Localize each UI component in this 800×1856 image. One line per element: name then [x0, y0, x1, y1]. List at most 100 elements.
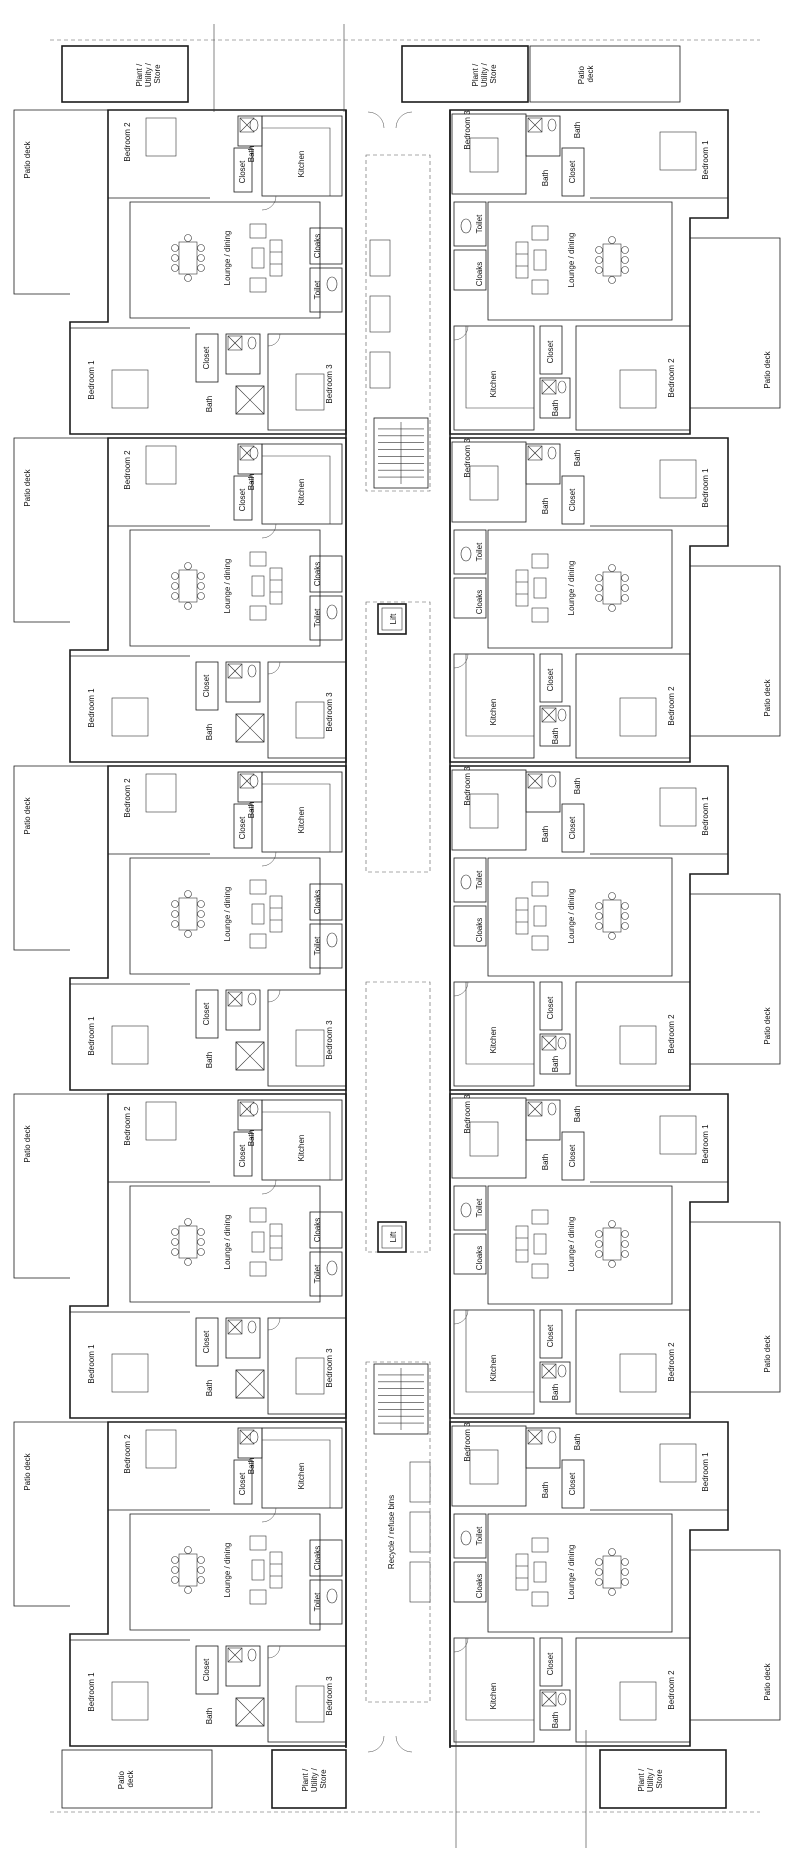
plant-room-top-left: Plant / Utility / Store: [61, 45, 189, 103]
bath-label: Bath: [551, 1712, 560, 1728]
patio-label: Patio deck: [763, 1662, 772, 1700]
sofa-set: [249, 1207, 283, 1277]
lounge-dining-label: Lounge / dining: [567, 1545, 576, 1600]
lounge-dining-label: Lounge / dining: [567, 561, 576, 616]
bath-room: [525, 115, 561, 157]
corridor-zone: [365, 601, 431, 873]
entry-door: [367, 1735, 413, 1753]
bedroom-3-label: Bedroom 3: [325, 364, 334, 404]
lounge-dining-label: Lounge / dining: [223, 1215, 232, 1270]
bedroom-1-label: Bedroom 1: [87, 1672, 96, 1712]
bath-label: Bath: [551, 1384, 560, 1400]
toilet-label: Toilet: [313, 1592, 322, 1611]
toilet-label: Toilet: [313, 280, 322, 299]
bath-room: [225, 333, 261, 375]
lounge-dining-label: Lounge / dining: [223, 1543, 232, 1598]
plant-room-bottom-right: Plant / Utility / Store: [599, 1749, 727, 1809]
closet-label: Closet: [568, 1144, 577, 1167]
bedroom-3-label: Bedroom 3: [463, 110, 472, 150]
cloaks-label: Cloaks: [313, 890, 322, 914]
bedroom-3-label: Bedroom 3: [325, 1020, 334, 1060]
bath-room: [237, 771, 263, 803]
bedroom-1-label: Bedroom 1: [87, 688, 96, 728]
toilet-label: Toilet: [475, 1198, 484, 1217]
bedroom-2-label: Bedroom 2: [667, 1014, 676, 1054]
bath-label: Bath: [541, 1482, 550, 1498]
kitchen-label: Kitchen: [489, 699, 498, 726]
patio-label: Patio deck: [117, 1769, 135, 1789]
entry-door: [367, 111, 413, 129]
bath-room: [539, 377, 571, 419]
stair-bottom: [373, 1363, 429, 1435]
bath-label: Bath: [205, 724, 214, 740]
cloaks-label: Cloaks: [313, 562, 322, 586]
corridor-zone: [365, 154, 431, 492]
cloaks-label: Cloaks: [313, 1218, 322, 1242]
patio-label: Patio deck: [23, 796, 32, 834]
toilet-label: Toilet: [475, 870, 484, 889]
lounge-dining-label: Lounge / dining: [567, 1217, 576, 1272]
cloaks-label: Cloaks: [475, 1574, 484, 1598]
bedroom-1-label: Bedroom 1: [701, 1124, 710, 1164]
corridor-bench: [369, 295, 391, 333]
sofa-set: [515, 881, 549, 951]
dining-table: [595, 236, 629, 284]
toilet-label: Toilet: [313, 936, 322, 955]
bath-label: Bath: [573, 122, 582, 138]
bath-room: [525, 1099, 561, 1141]
patio-label: Patio deck: [23, 468, 32, 506]
patio-label: Patio deck: [763, 350, 772, 388]
stair-top: [373, 417, 429, 489]
corridor-bench: [369, 239, 391, 277]
bedroom-2-label: Bedroom 2: [123, 122, 132, 162]
bath-room: [237, 1427, 263, 1459]
recycle-refuse-area: Recycle / refuse bins: [387, 1461, 431, 1603]
patio-label: Patio deck: [763, 1334, 772, 1372]
bedroom-3-label: Bedroom 3: [463, 766, 472, 806]
bath-room: [539, 705, 571, 747]
patio-label: Patio deck: [577, 64, 595, 84]
closet-label: Closet: [546, 668, 555, 691]
closet-label: Closet: [238, 488, 247, 511]
lift-label: Lift: [389, 613, 398, 624]
lounge-dining-label: Lounge / dining: [223, 231, 232, 286]
patio-label: Patio deck: [763, 678, 772, 716]
bath-room: [237, 1099, 263, 1131]
patio-deck: Patio deck: [690, 1549, 781, 1721]
closet-label: Closet: [238, 1144, 247, 1167]
cloaks-label: Cloaks: [475, 262, 484, 286]
sofa-set: [515, 1537, 549, 1607]
bedroom-1-label: Bedroom 1: [701, 468, 710, 508]
closet-label: Closet: [568, 488, 577, 511]
corridor-bench: [369, 351, 391, 389]
closet-label: Closet: [238, 1472, 247, 1495]
plant-room-bottom-left: Plant / Utility / Store: [271, 1749, 347, 1809]
closet-label: Closet: [238, 160, 247, 183]
bath-label: Bath: [205, 396, 214, 412]
patio-bottom-left: Patio deck: [61, 1749, 213, 1809]
dining-table: [171, 234, 205, 282]
patio-label: Patio deck: [23, 1452, 32, 1490]
lounge-dining-label: Lounge / dining: [223, 559, 232, 614]
bedroom-2-label: Bedroom 2: [667, 1342, 676, 1382]
kitchen-label: Kitchen: [489, 371, 498, 398]
dining-table: [171, 1546, 205, 1594]
kitchen-label: Kitchen: [489, 1355, 498, 1382]
bath-label: Bath: [573, 450, 582, 466]
plant-label: Plant / Utility / Store: [471, 61, 498, 87]
bath-label: Bath: [205, 1380, 214, 1396]
bath-label: Bath: [551, 1056, 560, 1072]
bath-room: [525, 771, 561, 813]
patio-label: Patio deck: [763, 1006, 772, 1044]
closet-label: Closet: [202, 1330, 211, 1353]
bedroom-1-label: Bedroom 1: [87, 360, 96, 400]
bath-label: Bath: [205, 1708, 214, 1724]
bedroom-2-label: Bedroom 2: [667, 358, 676, 398]
lounge-dining-label: Lounge / dining: [223, 887, 232, 942]
toilet-label: Toilet: [475, 214, 484, 233]
bath-room: [237, 115, 263, 147]
bedroom-3-label: Bedroom 3: [463, 1422, 472, 1462]
